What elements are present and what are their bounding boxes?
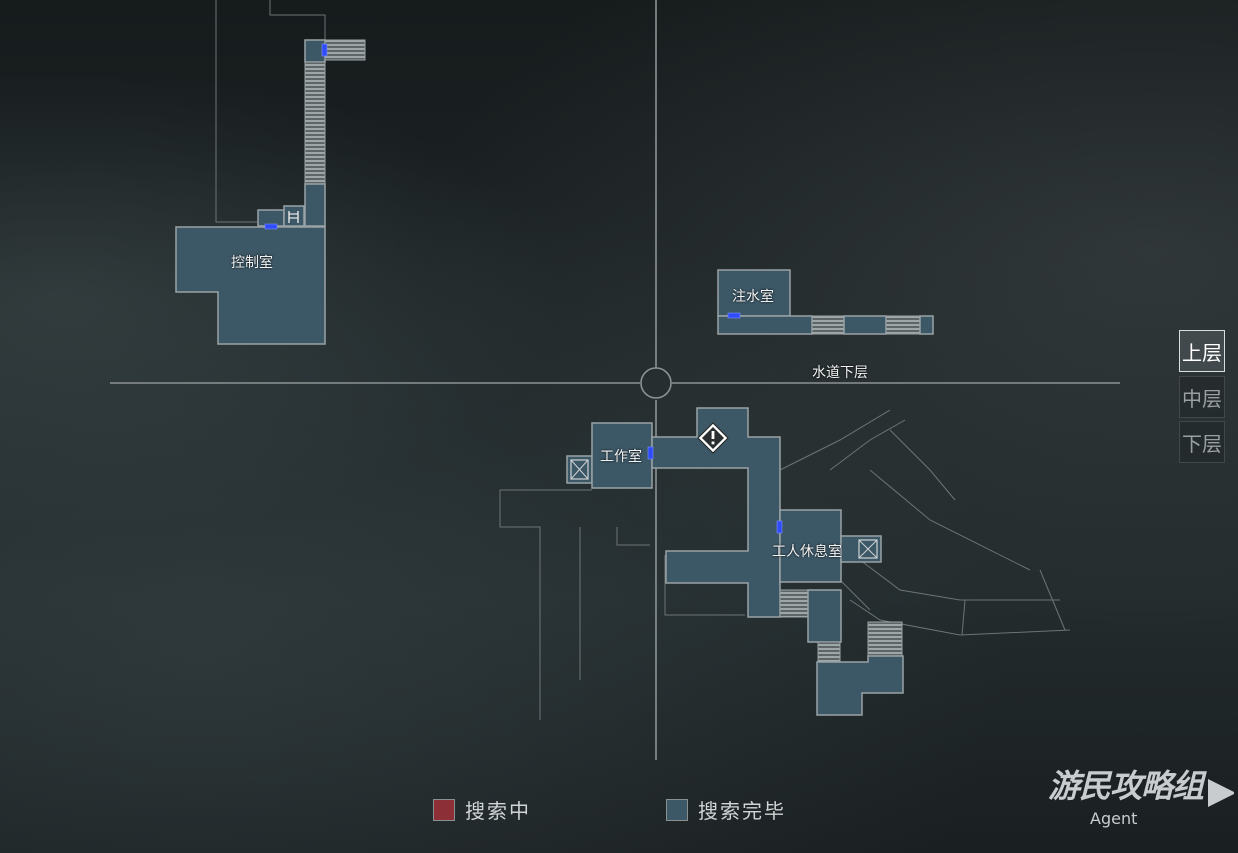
alert-icon[interactable]	[697, 422, 729, 454]
watermark-arrow-icon	[1208, 779, 1234, 807]
room-label-workshop: 工作室	[600, 449, 642, 465]
legend-label-searching: 搜索中	[465, 799, 531, 823]
legend-label-complete: 搜索完毕	[698, 799, 786, 823]
watermark-main: 游民攻略组	[1048, 767, 1204, 805]
ladder-icon	[288, 211, 299, 223]
legend-searching: 搜索中	[433, 795, 531, 824]
control-room-area[interactable]	[175, 39, 366, 345]
floor-button-lower[interactable]: 下层	[1179, 421, 1225, 463]
room-label-water: 注水室	[732, 289, 774, 305]
item-box-icon[interactable]	[570, 459, 589, 480]
legend-swatch-complete	[666, 798, 688, 821]
floor-button-upper[interactable]: 上层	[1179, 330, 1225, 372]
room-label-lounge: 工人休息室	[772, 544, 842, 560]
workshop-area[interactable]	[566, 407, 781, 618]
water-room-area[interactable]	[717, 269, 934, 335]
floor-button-middle[interactable]: 中层	[1179, 376, 1225, 418]
item-box-icon[interactable]	[858, 539, 878, 559]
legend-swatch-searching	[433, 798, 455, 821]
room-label-control: 控制室	[231, 255, 273, 271]
area-label: 水道下层	[812, 365, 868, 381]
map-crosshair	[110, 0, 1120, 760]
worker-lounge-area[interactable]	[776, 509, 904, 716]
legend-complete: 搜索完毕	[666, 795, 786, 824]
unexplored-outlines	[215, 0, 1071, 720]
watermark-sub: Agent	[1090, 809, 1138, 828]
watermark-logo: 游民攻略组 Agent	[1044, 757, 1234, 837]
